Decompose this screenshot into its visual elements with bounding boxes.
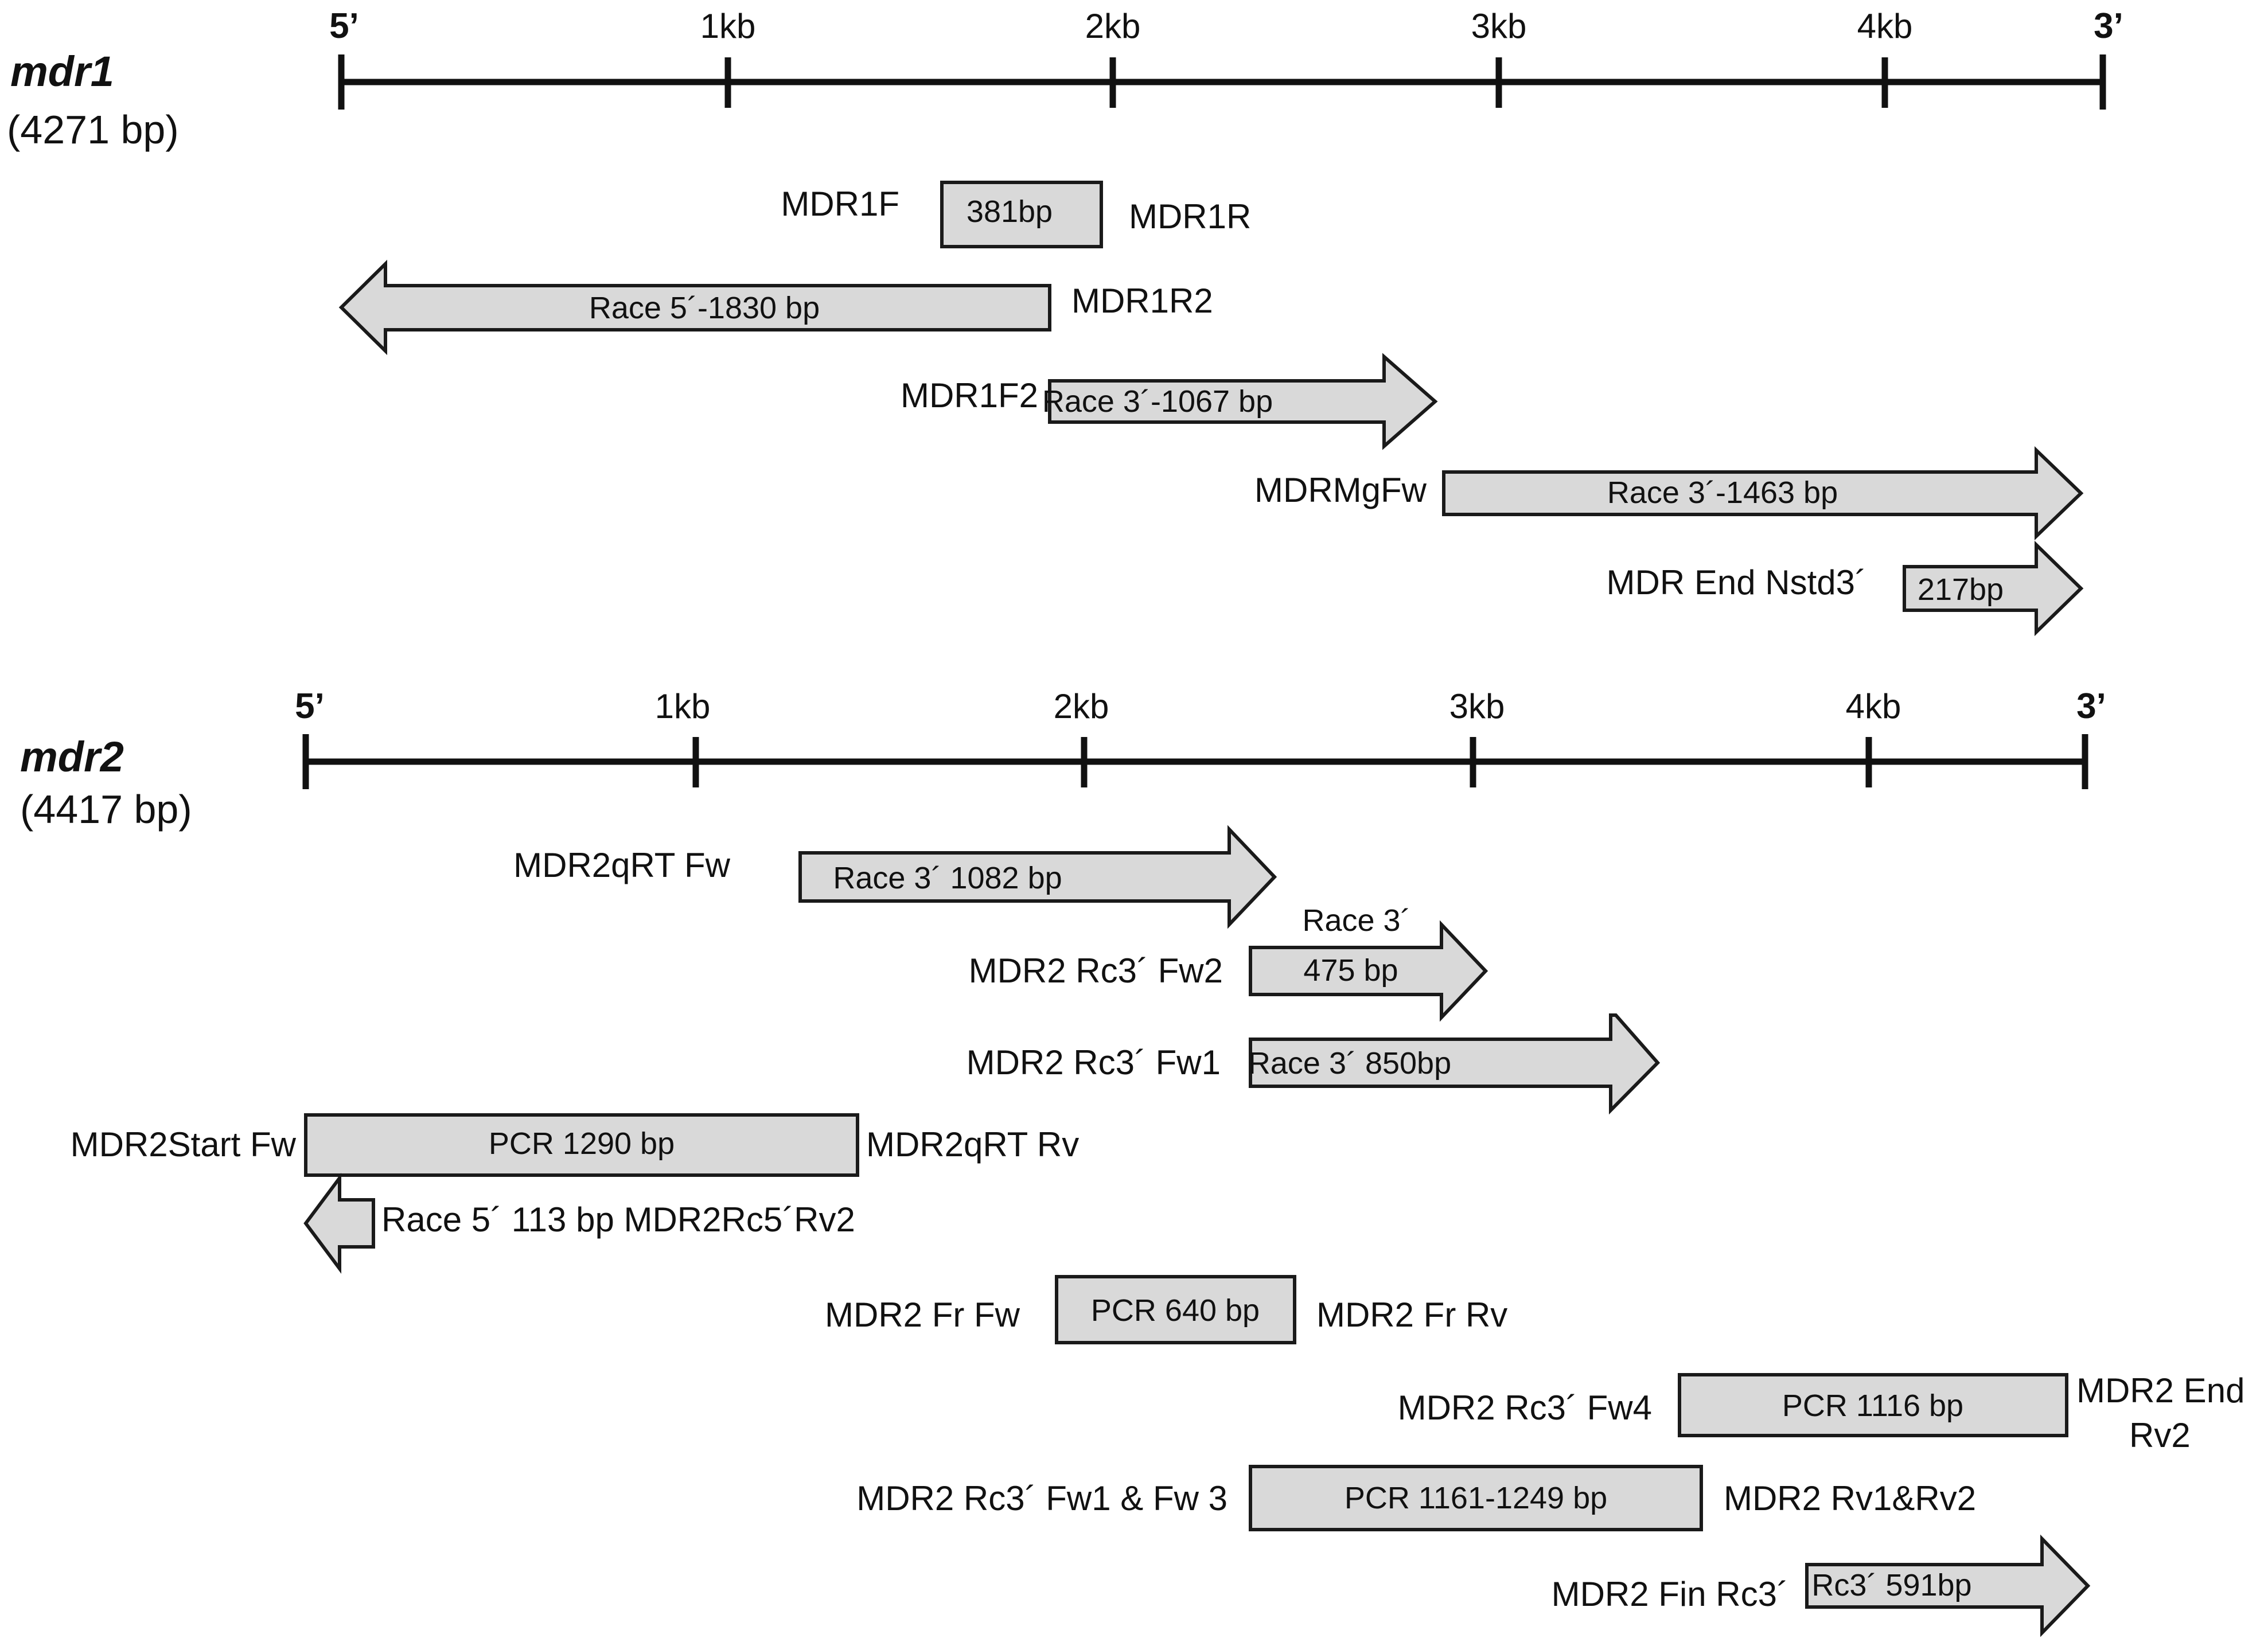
primer-label-mdr-end-nstd3: MDR End Nstd3´ xyxy=(1607,563,1866,602)
amplicon-box-pcr-1161-1249 xyxy=(1249,1465,1703,1531)
amplicon-race3-1067: Race 3´-1067 bp MDR1F2 xyxy=(901,353,1438,450)
end-label-5-mdr2: 5’ xyxy=(295,687,325,726)
amplicon-475bp: Race 3´ 475 bp MDR2 Rc3´ Fw2 xyxy=(969,903,1488,1022)
amplicon-race5-113: Race 5´ 113 bp MDR2Rc5´Rv2 xyxy=(303,1172,855,1274)
primer-label-mdr2qrt-fw: MDR2qRT Fw xyxy=(513,846,731,884)
primer-label-mdr2-end-line1: MDR2 End xyxy=(2076,1371,2244,1410)
primer-label-mdr2-rc3-fw2: MDR2 Rc3´ Fw2 xyxy=(969,951,1223,990)
amplicon-381bp: 381bp MDR1F MDR1R xyxy=(781,181,1251,248)
primer-label-mdrmgfw: MDRMgFw xyxy=(1254,471,1427,509)
amplicon-label-race3-1463: Race 3´-1463 bp xyxy=(1607,475,1838,510)
amplicon-label-pcr-640: PCR 640 bp xyxy=(1091,1293,1260,1328)
tick-label-4kb-mdr1: 4kb xyxy=(1857,7,1913,45)
amplicon-label-475bp: 475 bp xyxy=(1303,953,1398,988)
amplicon-label-217bp: 217bp xyxy=(1918,572,2004,607)
tick-label-1kb-mdr2: 1kb xyxy=(655,687,711,726)
gene-length-mdr2: (4417 bp) xyxy=(20,787,192,832)
gene-name-mdr1: mdr1 xyxy=(10,48,114,95)
amplicon-label-race3-1067: Race 3´-1067 bp xyxy=(1042,384,1273,419)
amplicon-label-381bp: 381bp xyxy=(967,194,1053,229)
amplicon-label-race5-1830: Race 5´-1830 bp xyxy=(589,291,820,325)
primer-label-mdr1r: MDR1R xyxy=(1129,197,1251,236)
primer-label-mdr2-rv1-rv2: MDR2 Rv1&Rv2 xyxy=(1724,1479,1976,1518)
mdr1-panel: mdr1 (4271 bp) 5’ 3’ 1kb 2kb 3kb 4kb 381… xyxy=(7,6,2123,637)
arrow-right-race3-850 xyxy=(1249,1013,1661,1115)
amplicon-label-race3-850: Race 3´ 850bp xyxy=(1248,1046,1451,1081)
mdr2-panel: mdr2 (4417 bp) 5’ 3’ 1kb 2kb 3kb 4kb Rac… xyxy=(20,687,2245,1637)
tick-label-3kb-mdr2: 3kb xyxy=(1449,687,1505,726)
arrow-left-race5-1830 xyxy=(338,259,1051,356)
amplicon-box-pcr-1116 xyxy=(1678,1373,2068,1437)
arrow-right-race3-1067 xyxy=(1048,353,1438,450)
amplicon-race5-1830: Race 5´-1830 bp MDR1R2 xyxy=(338,259,1213,356)
amplicon-label-pcr-1116: PCR 1116 bp xyxy=(1782,1389,1963,1423)
tick-label-4kb-mdr2: 4kb xyxy=(1846,687,1901,726)
amplicon-217bp: 217bp MDR End Nstd3´ xyxy=(1607,540,2084,637)
tick-label-2kb-mdr1: 2kb xyxy=(1085,7,1141,45)
arrow-right-race3-1082 xyxy=(798,825,1277,929)
arrow-right-rc3-591 xyxy=(1805,1534,2091,1637)
amplicon-pcr-1290: PCR 1290 bp MDR2Start Fw MDR2qRT Rv xyxy=(71,1113,1079,1177)
primer-label-mdr2-fin-rc3: MDR2 Fin Rc3´ xyxy=(1552,1575,1788,1613)
amplicon-label-pcr-1290: PCR 1290 bp xyxy=(489,1126,675,1161)
primer-label-mdr2-end-line2: Rv2 xyxy=(2129,1416,2191,1454)
amplicon-label-above-475bp: Race 3´ xyxy=(1302,903,1410,938)
amplicon-label-race5-113: Race 5´ 113 bp MDR2Rc5´Rv2 xyxy=(381,1200,855,1239)
arrow-left-race5-113 xyxy=(303,1172,375,1274)
primer-label-mdr1f: MDR1F xyxy=(781,185,899,223)
end-label-3-mdr1: 3’ xyxy=(2094,6,2123,46)
amplicon-pcr-1161-1249: PCR 1161-1249 bp MDR2 Rc3´ Fw1 & Fw 3 MD… xyxy=(856,1465,1976,1531)
amplicon-rc3-591: Rc3´ 591bp MDR2 Fin Rc3´ xyxy=(1552,1534,2091,1637)
primer-label-mdr2-rc3-fw1: MDR2 Rc3´ Fw1 xyxy=(967,1043,1221,1082)
tick-label-3kb-mdr1: 3kb xyxy=(1471,7,1527,45)
amplicon-label-pcr-1161-1249: PCR 1161-1249 bp xyxy=(1345,1481,1607,1515)
amplicon-race3-850: Race 3´ 850bp MDR2 Rc3´ Fw1 xyxy=(967,1013,1661,1115)
primer-label-mdr1r2: MDR1R2 xyxy=(1071,282,1213,320)
end-label-3-mdr2: 3’ xyxy=(2076,687,2106,726)
primer-label-mdr2-fr-fw: MDR2 Fr Fw xyxy=(825,1296,1020,1334)
ruler-mdr2: 5’ 3’ 1kb 2kb 3kb 4kb xyxy=(295,687,2106,789)
gene-length-mdr1: (4271 bp) xyxy=(7,107,179,152)
primer-label-mdr2-fr-rv: MDR2 Fr Rv xyxy=(1316,1296,1507,1334)
arrow-right-race3-1463 xyxy=(1442,446,2084,541)
amplicon-race3-1082: Race 3´ 1082 bp MDR2qRT Fw xyxy=(513,825,1277,929)
amplicon-box-381bp xyxy=(940,181,1103,248)
ruler-mdr1: 5’ 3’ 1kb 2kb 3kb 4kb xyxy=(329,6,2123,110)
amplicon-race3-1463: Race 3´-1463 bp MDRMgFw xyxy=(1254,446,2084,541)
arrow-right-217bp xyxy=(1903,540,2084,637)
tick-label-2kb-mdr2: 2kb xyxy=(1054,687,1109,726)
primer-label-mdr1f2: MDR1F2 xyxy=(901,376,1038,415)
arrow-right-475bp xyxy=(1249,920,1488,1022)
primer-label-mdr2-rc3-fw4: MDR2 Rc3´ Fw4 xyxy=(1398,1389,1652,1427)
amplicon-box-pcr-1290 xyxy=(304,1113,859,1177)
amplicon-box-pcr-640 xyxy=(1055,1275,1296,1344)
primer-label-mdr2qrt-rv: MDR2qRT Rv xyxy=(866,1125,1079,1164)
amplicon-pcr-1116: PCR 1116 bp MDR2 Rc3´ Fw4 MDR2 End Rv2 xyxy=(1398,1371,2245,1454)
amplicon-label-rc3-591: Rc3´ 591bp xyxy=(1811,1568,1971,1602)
amplicon-label-race3-1082: Race 3´ 1082 bp xyxy=(833,861,1062,895)
end-label-5-mdr1: 5’ xyxy=(329,6,359,46)
gene-name-mdr2: mdr2 xyxy=(20,733,124,781)
amplicon-pcr-640: PCR 640 bp MDR2 Fr Fw MDR2 Fr Rv xyxy=(825,1275,1507,1344)
tick-label-1kb-mdr1: 1kb xyxy=(700,7,756,45)
primer-label-mdr2start-fw: MDR2Start Fw xyxy=(71,1125,297,1164)
primer-label-mdr2-rc3-fw1-fw3: MDR2 Rc3´ Fw1 & Fw 3 xyxy=(856,1479,1227,1518)
